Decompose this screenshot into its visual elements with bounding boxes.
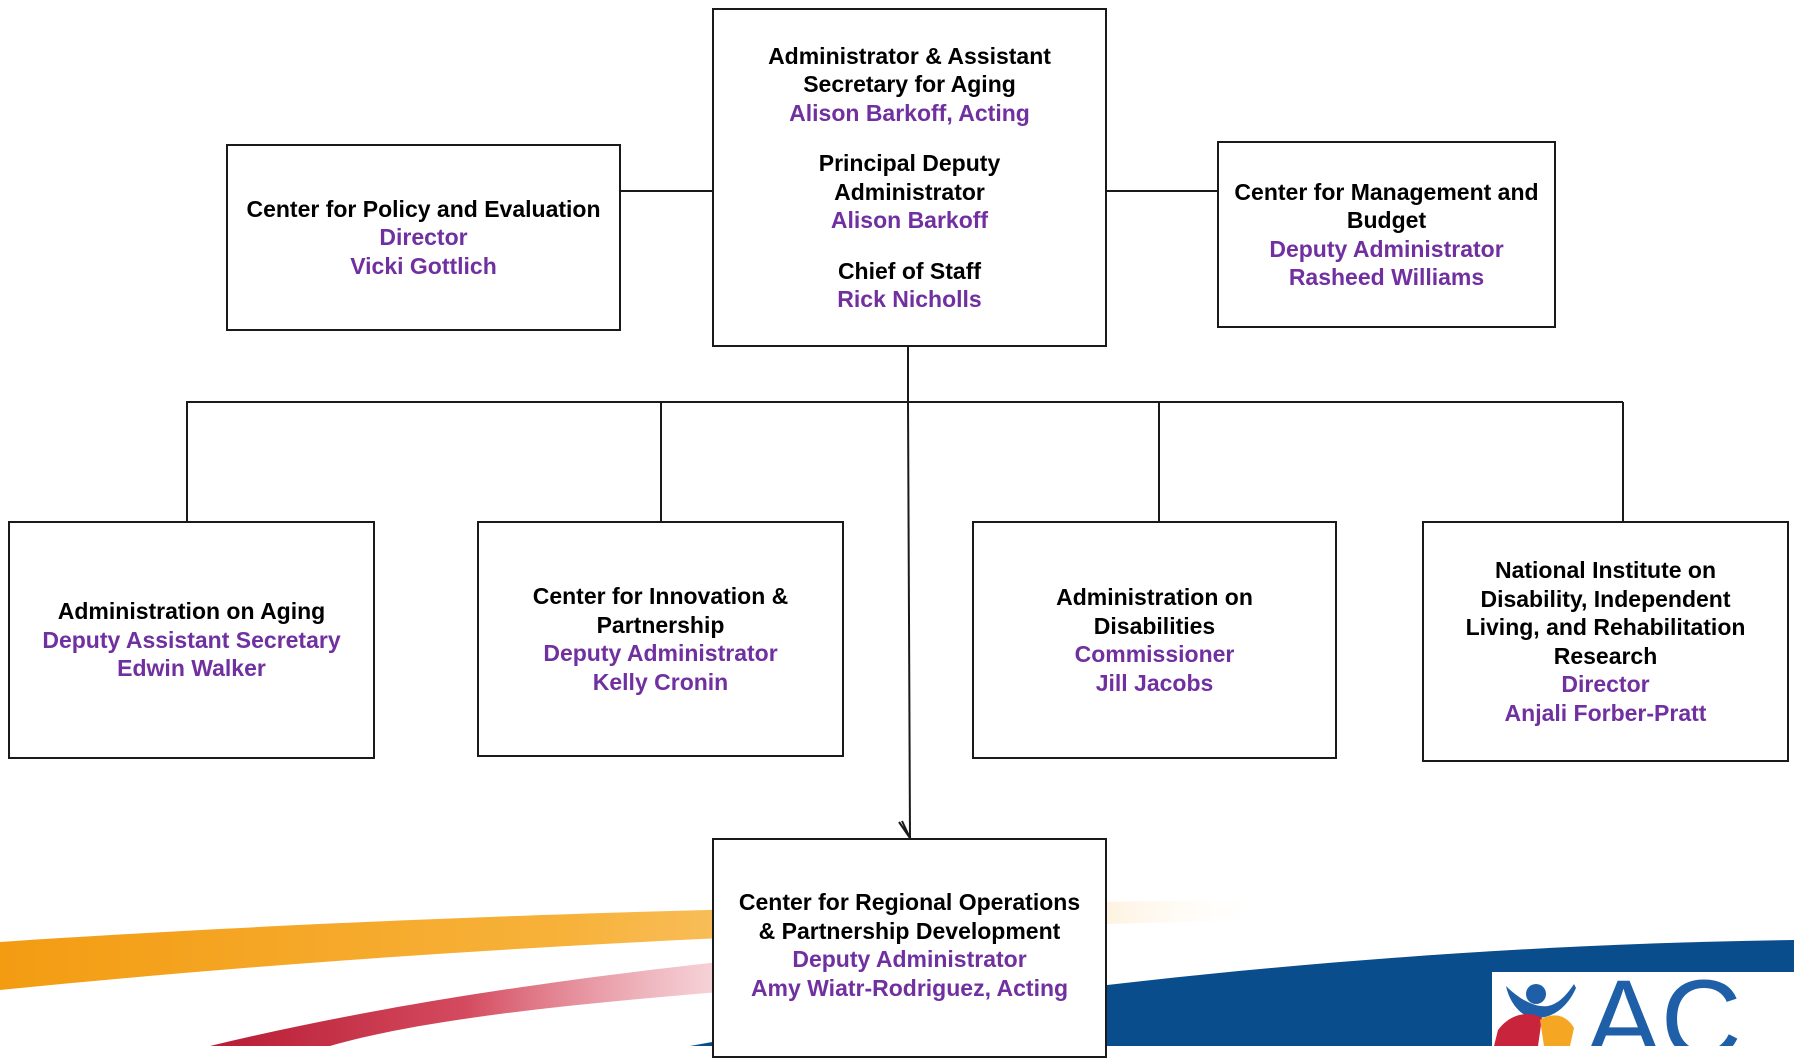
- disabilities-title-2: Disabilities: [1093, 612, 1216, 639]
- box-administrator: Administrator & Assistant Secretary for …: [712, 8, 1107, 347]
- innovation-role: Deputy Administrator: [543, 640, 778, 666]
- nidilrr-name: Anjali Forber-Pratt: [1504, 699, 1707, 726]
- administrator-title-2: Secretary for Aging: [803, 71, 1016, 97]
- box-innovation-partnership: Center for Innovation & Partnership Depu…: [477, 521, 844, 757]
- innovation-title-2: Partnership: [596, 611, 725, 638]
- acl-logo-figure-icon: AC: [1492, 972, 1794, 1046]
- management-title-2: Budget: [1346, 207, 1427, 233]
- principal-deputy-title-2: Administrator: [834, 178, 985, 205]
- disabilities-name: Jill Jacobs: [1095, 669, 1214, 696]
- red-band: [210, 962, 720, 1046]
- management-role: Deputy Administrator: [1269, 235, 1504, 262]
- chief-of-staff-title: Chief of Staff: [837, 257, 982, 284]
- regional-title-1: Center for Regional Operations: [738, 889, 1081, 915]
- box-regional-operations: Center for Regional Operations & Partner…: [712, 838, 1107, 1058]
- box-administration-disabilities: Administration on Disabilities Commissio…: [972, 521, 1337, 759]
- box-nidilrr: National Institute on Disability, Indepe…: [1422, 521, 1789, 762]
- administrator-title-1: Administrator & Assistant: [768, 42, 1051, 69]
- nidilrr-title-2: Disability, Independent: [1480, 585, 1731, 612]
- aging-title: Administration on Aging: [57, 598, 326, 625]
- svg-text:AC: AC: [1586, 972, 1742, 1046]
- management-title-1: Center for Management and: [1234, 178, 1539, 205]
- management-name: Rasheed Williams: [1288, 264, 1485, 290]
- aging-role: Deputy Assistant Secretary: [42, 626, 341, 653]
- acl-logo: AC: [1492, 972, 1794, 1046]
- principal-deputy-title-1: Principal Deputy: [818, 150, 1001, 176]
- chief-of-staff-name: Rick Nicholls: [837, 286, 982, 312]
- regional-name: Amy Wiatr-Rodriguez, Acting: [750, 974, 1069, 1001]
- administrator-name: Alison Barkoff, Acting: [789, 99, 1030, 126]
- innovation-name: Kelly Cronin: [592, 668, 729, 695]
- disabilities-title-1: Administration on: [1056, 584, 1253, 610]
- nidilrr-title-3: Living, and Rehabilitation: [1465, 614, 1746, 640]
- connector-regional: [907, 401, 911, 839]
- nidilrr-title-1: National Institute on: [1494, 557, 1717, 583]
- box-policy-evaluation: Center for Policy and Evaluation Directo…: [226, 144, 621, 331]
- arrowhead: [898, 820, 911, 839]
- box-management-budget: Center for Management and Budget Deputy …: [1217, 141, 1556, 328]
- regional-role: Deputy Administrator: [792, 946, 1027, 972]
- disabilities-role: Commissioner: [1074, 641, 1235, 667]
- policy-title: Center for Policy and Evaluation: [246, 195, 601, 222]
- nidilrr-role: Director: [1561, 671, 1650, 697]
- innovation-title-1: Center for Innovation &: [532, 583, 789, 609]
- regional-title-2: & Partnership Development: [758, 917, 1061, 944]
- policy-name: Vicki Gottlich: [350, 252, 497, 279]
- principal-deputy-name: Alison Barkoff: [830, 207, 989, 233]
- box-administration-aging: Administration on Aging Deputy Assistant…: [8, 521, 375, 759]
- nidilrr-title-4: Research: [1553, 642, 1658, 669]
- aging-name: Edwin Walker: [117, 655, 266, 682]
- policy-role: Director: [379, 224, 468, 251]
